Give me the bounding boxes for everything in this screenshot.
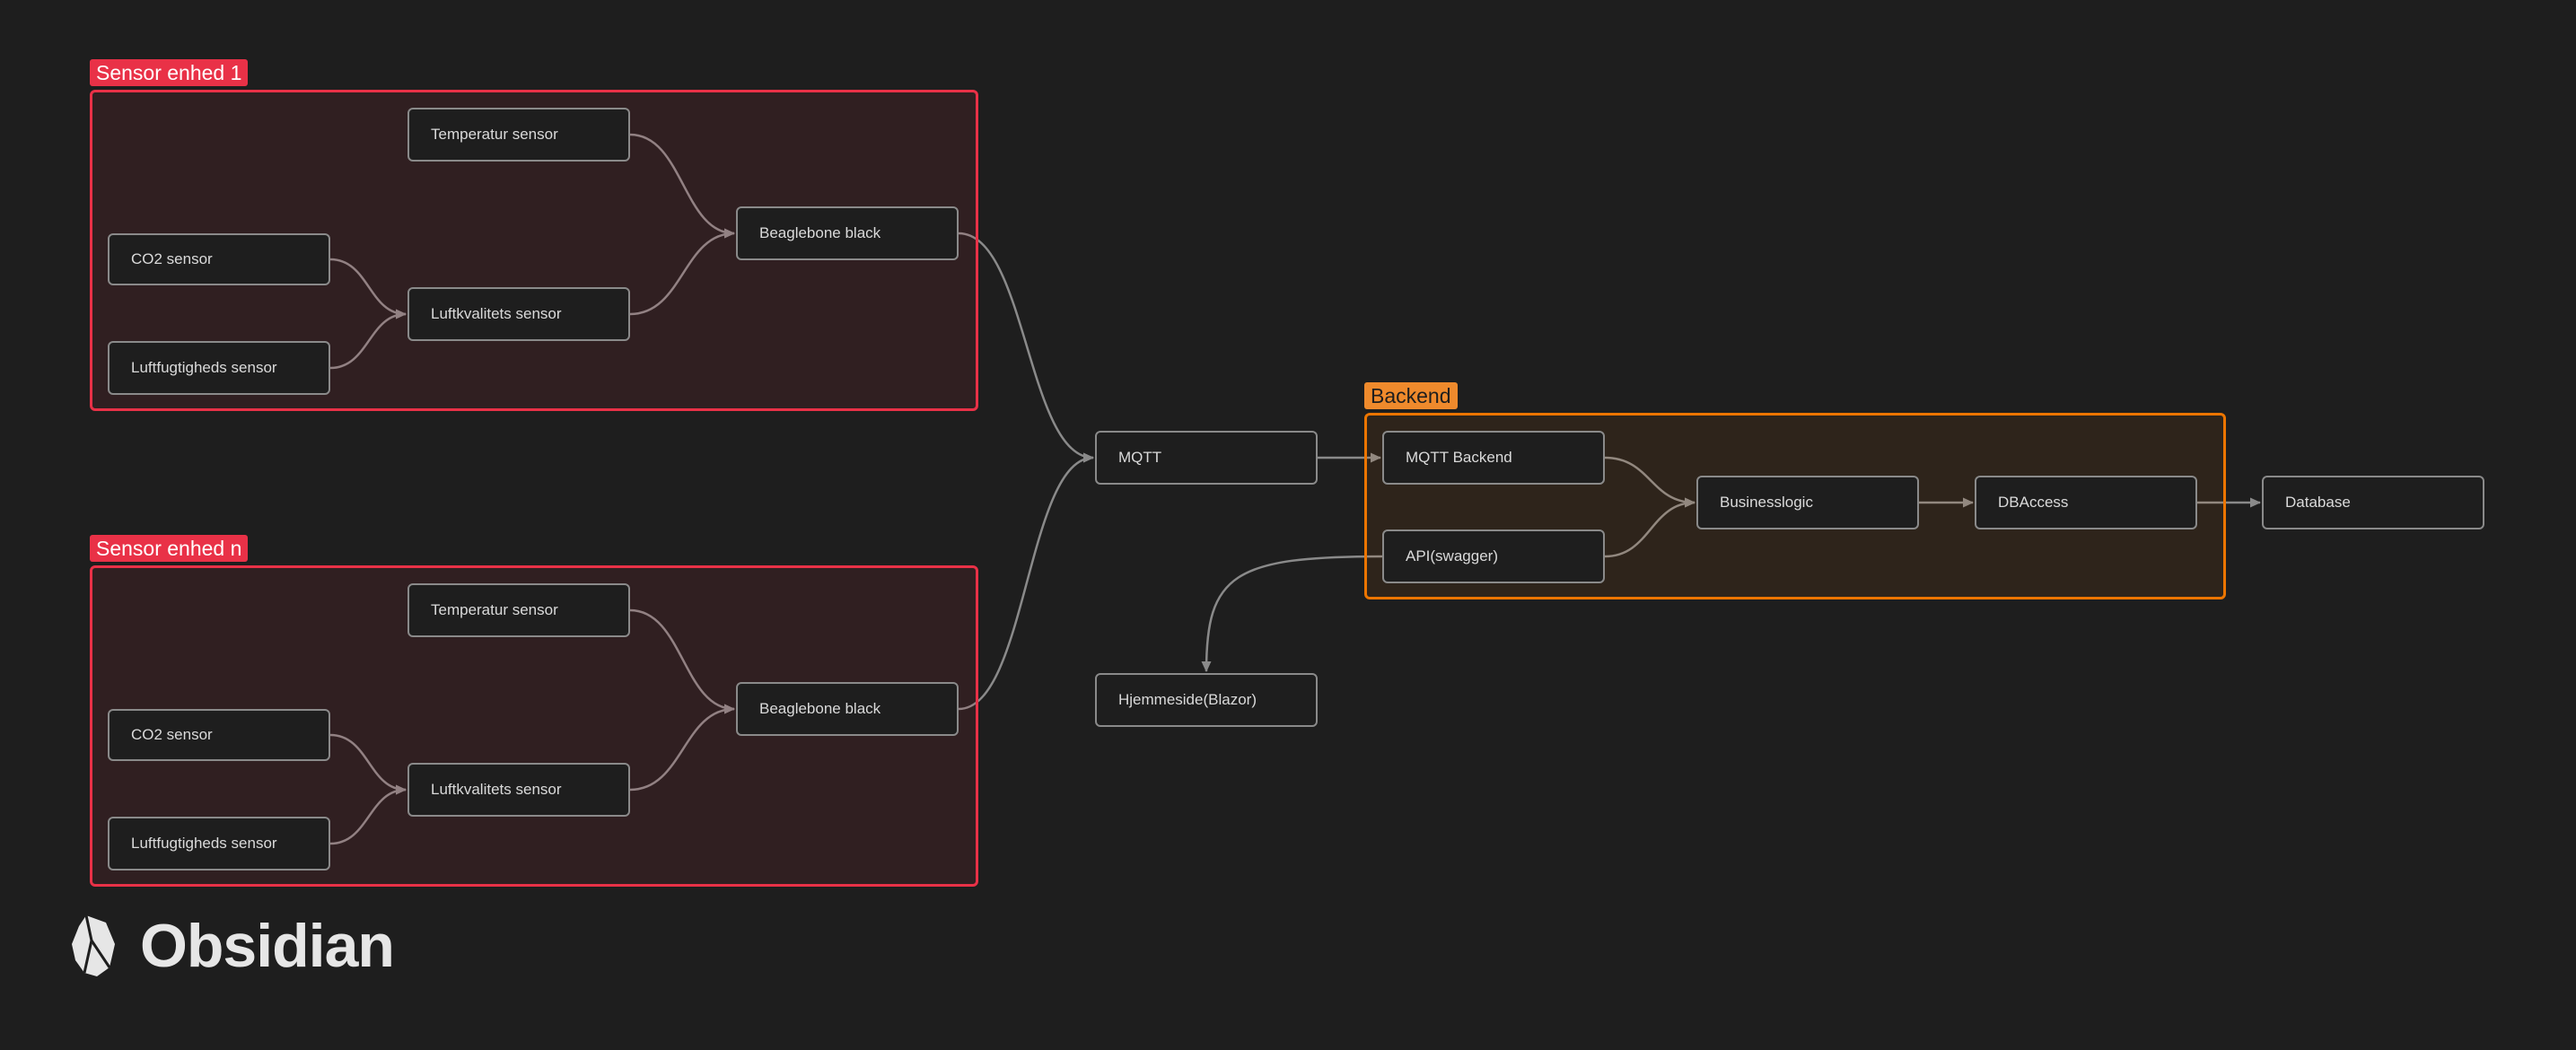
node-hjemmeside-blazor[interactable]: Hjemmeside(Blazor) <box>1095 673 1318 727</box>
node-temperatur-sensor-n[interactable]: Temperatur sensor <box>407 583 630 637</box>
edge-f1-to-l1[interactable] <box>329 309 407 370</box>
node-co2-sensor-n[interactable]: CO2 sensor <box>108 709 330 761</box>
edge-l1-to-b1[interactable] <box>629 228 735 316</box>
edge-c2-to-l2[interactable] <box>329 733 407 795</box>
node-temperatur-sensor-1[interactable]: Temperatur sensor <box>407 108 630 162</box>
obsidian-logo-icon <box>72 914 115 976</box>
node-dbaccess[interactable]: DBAccess <box>1975 476 2197 529</box>
group-label-backend[interactable]: Backend <box>1364 382 1458 409</box>
edge-b1-to-mqtt[interactable] <box>958 232 1094 463</box>
node-luftkvalitets-sensor-n[interactable]: Luftkvalitets sensor <box>407 763 630 817</box>
edge-f2-to-l2[interactable] <box>329 784 407 845</box>
edge-api-to-bl[interactable] <box>1604 497 1695 558</box>
node-beaglebone-black-n[interactable]: Beaglebone black <box>736 682 959 736</box>
node-api-swagger[interactable]: API(swagger) <box>1382 529 1605 583</box>
node-luftfugtigheds-sensor-n[interactable]: Luftfugtigheds sensor <box>108 817 330 871</box>
edge-c1-to-l1[interactable] <box>329 258 407 319</box>
group-label-sensor-enhed-1[interactable]: Sensor enhed 1 <box>90 59 249 86</box>
node-businesslogic[interactable]: Businesslogic <box>1696 476 1919 529</box>
node-beaglebone-black-1[interactable]: Beaglebone black <box>736 206 959 260</box>
edge-t2-to-b2[interactable] <box>629 608 735 714</box>
logo-text: Obsidian <box>140 912 395 980</box>
node-luftfugtigheds-sensor-1[interactable]: Luftfugtigheds sensor <box>108 341 330 395</box>
node-mqtt[interactable]: MQTT <box>1095 431 1318 485</box>
edge-l2-to-b2[interactable] <box>629 704 735 792</box>
node-mqtt-backend[interactable]: MQTT Backend <box>1382 431 1605 485</box>
node-luftkvalitets-sensor-1[interactable]: Luftkvalitets sensor <box>407 287 630 341</box>
group-label-sensor-enhed-n[interactable]: Sensor enhed n <box>90 535 249 562</box>
obsidian-logo: Obsidian <box>70 912 395 980</box>
edge-t1-to-b1[interactable] <box>629 133 735 239</box>
edge-api-to-hj[interactable] <box>1201 555 1383 672</box>
node-co2-sensor-1[interactable]: CO2 sensor <box>108 233 330 285</box>
node-database[interactable]: Database <box>2262 476 2484 529</box>
edge-b2-to-mqtt[interactable] <box>958 452 1094 711</box>
edge-mb-to-bl[interactable] <box>1604 456 1695 508</box>
